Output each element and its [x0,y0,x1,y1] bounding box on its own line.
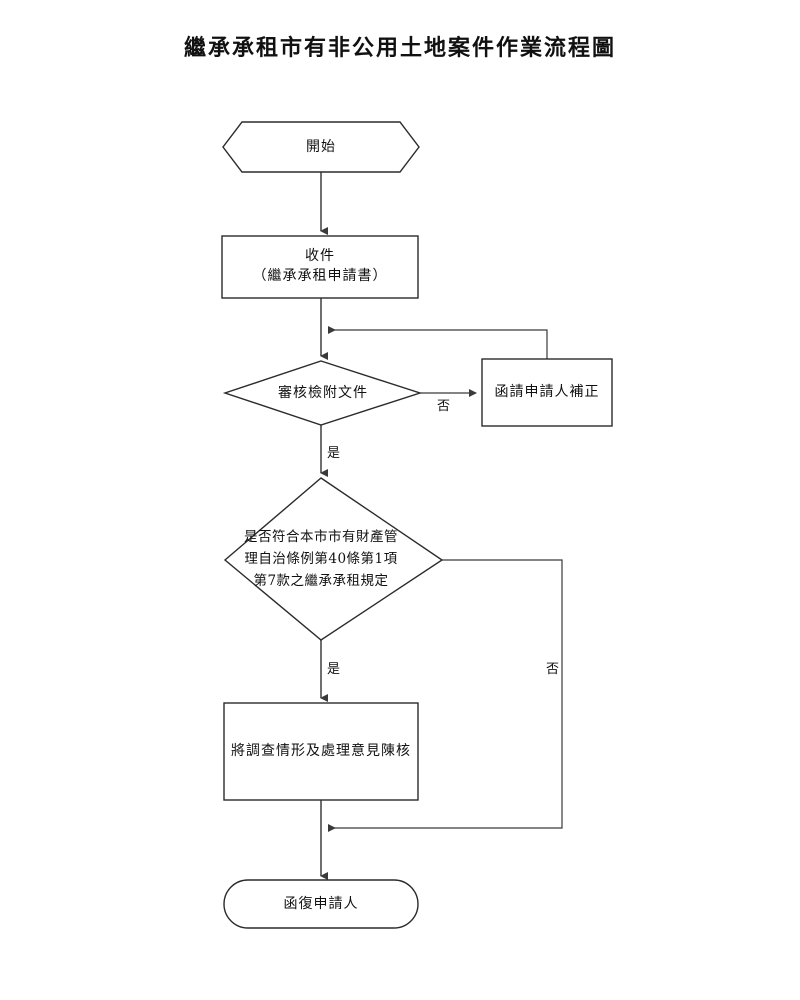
node-check-regulation-shape[interactable] [223,477,444,641]
page-title: 繼承承租市有非公用土地案件作業流程圖 [183,35,616,61]
edge-label-review-no: 否 [437,399,451,414]
edge-label-review-yes: 是 [327,446,341,461]
edge-label-regulation-no: 否 [546,662,560,677]
node-request-correction-shape[interactable] [481,358,613,427]
connector-correction-feedback [328,326,548,359]
edge-label-regulation-yes: 是 [327,662,341,677]
node-review-docs-shape[interactable] [222,360,423,426]
node-reply-applicant-shape[interactable] [223,879,419,929]
connector-regulation-no-to-reply [328,559,563,832]
node-submit-report-shape[interactable] [223,702,419,801]
node-start-shape[interactable] [222,121,420,173]
node-receive-shape[interactable] [221,235,419,299]
